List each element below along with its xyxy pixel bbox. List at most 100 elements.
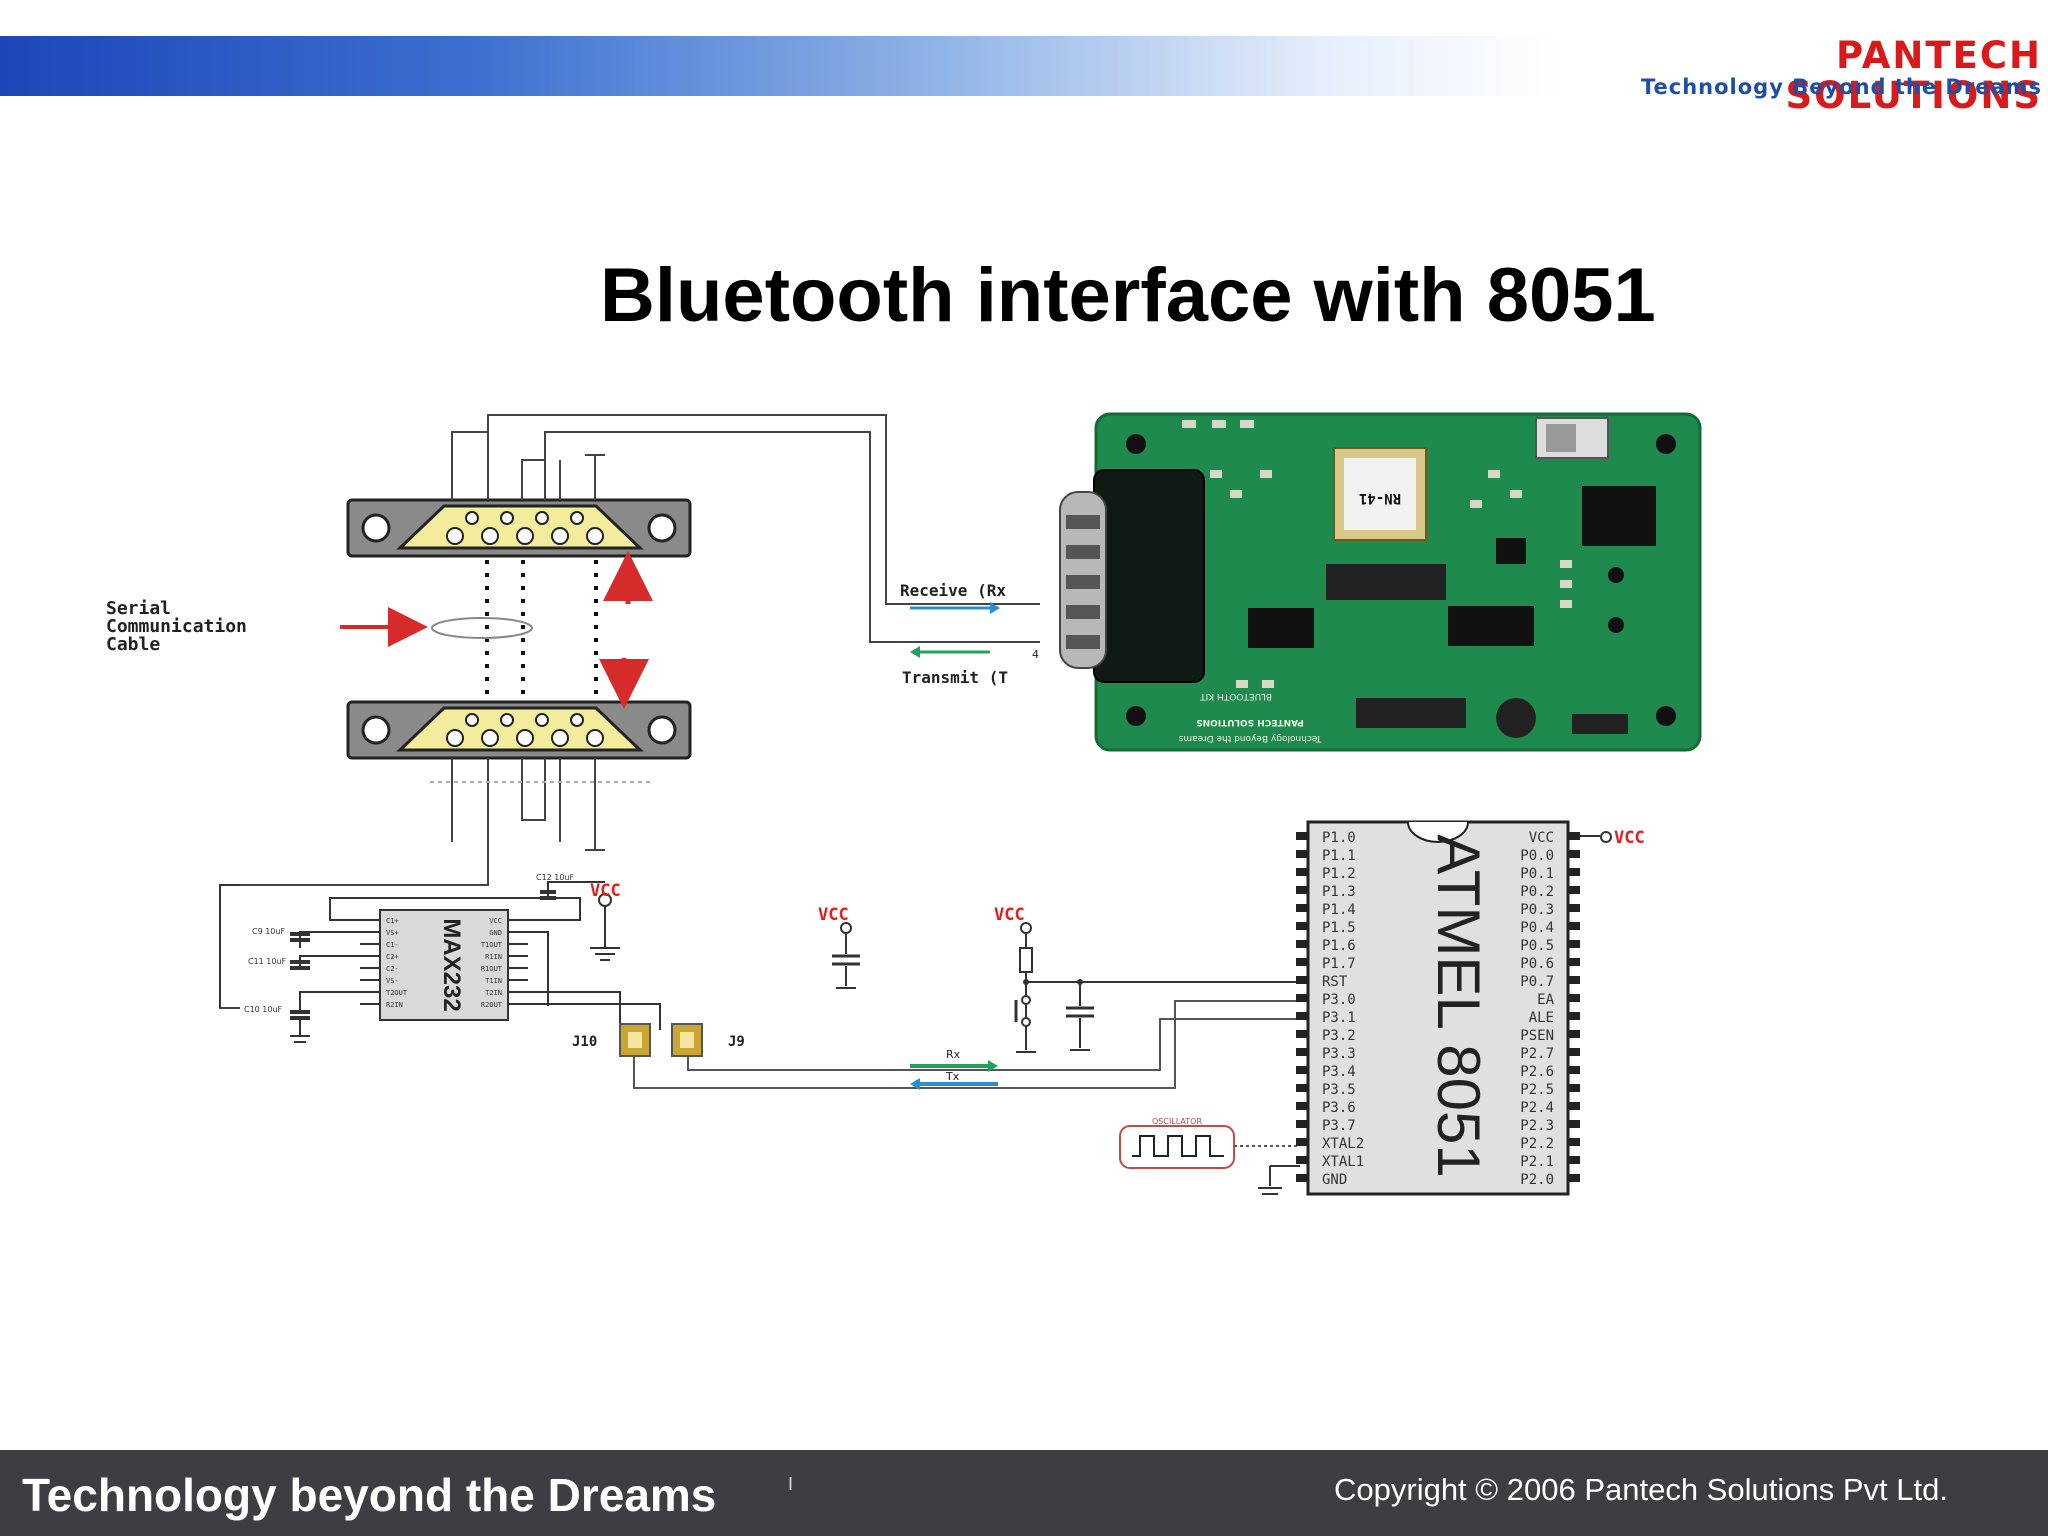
pin-left-8: P1.7 [1322, 956, 1356, 972]
pin-left-13: P3.3 [1322, 1046, 1356, 1062]
pin-left-9: RST [1322, 974, 1348, 990]
vcc-label-chip: VCC [1614, 828, 1645, 848]
db9-connector-top [346, 498, 692, 558]
max-pin-left-7: T2OUT [386, 989, 408, 997]
pin-left-10: P3.0 [1322, 992, 1356, 1008]
max-pin-left-5: C2- [386, 965, 399, 973]
pin-left-11: P3.1 [1322, 1010, 1356, 1026]
atmel-label: ATMEL 8051 [1425, 834, 1492, 1178]
pin-right-20: P2.0 [1520, 1172, 1554, 1188]
pin-left-20: GND [1322, 1172, 1347, 1188]
pin-left-7: P1.6 [1322, 938, 1356, 954]
pin-right-4: P0.2 [1520, 884, 1554, 900]
footer-cursor-mark: Ι [788, 1474, 794, 1494]
j9-label: J9 [728, 1034, 745, 1050]
rx-tx-arrows: Rx Tx [910, 1048, 998, 1090]
pin-right-11: ALE [1529, 1010, 1554, 1026]
rx-tx-board-arrows: Receive (Rx Transmit (T 4 [900, 581, 1039, 687]
transmit-pin-label: 4 [1032, 648, 1039, 661]
cable-dotted-lines [485, 560, 598, 700]
footer-copyright: Copyright © 2006 Pantech Solutions Pvt L… [1334, 1472, 1948, 1507]
red-arrows [340, 551, 653, 709]
oscillator: OSCILLATOR [1119, 1117, 1300, 1195]
cable-ellipse [431, 617, 533, 639]
pin-right-7: P0.5 [1520, 938, 1554, 954]
pin-right-14: P2.6 [1520, 1064, 1554, 1080]
cap-label-c10: C10 10uF [244, 1005, 283, 1014]
max-pin-left-3: C1- [386, 941, 399, 949]
reset-circuit: VCC [994, 905, 1300, 1053]
logo-name: PANTECH SOLUTIONS [1785, 34, 2042, 117]
pcb-tagline-label: Technology Beyond the Dreams [1178, 733, 1322, 743]
slide-title: Bluetooth interface with 8051 [600, 253, 1656, 338]
pin-right-15: P2.5 [1520, 1082, 1554, 1098]
decoupling-capacitor: VCC [818, 905, 860, 989]
serial-label-line-2: Communication [106, 616, 247, 637]
pin-right-1: VCC [1529, 830, 1554, 846]
max-pin-right-7: T2IN [485, 989, 502, 997]
max-pin-left-8: R2IN [386, 1001, 403, 1009]
pin-right-8: P0.6 [1520, 956, 1554, 972]
max-pin-right-4: R1IN [485, 953, 502, 961]
pin-left-1: P1.0 [1322, 830, 1356, 846]
max-pin-right-3: T1OUT [481, 941, 503, 949]
svg-text:RN-41: RN-41 [1359, 490, 1401, 506]
jumpers: J10 J9 [572, 1023, 745, 1057]
max-pin-right-5: R1OUT [481, 965, 503, 973]
max-pin-right-1: VCC [489, 917, 502, 925]
pin-right-18: P2.2 [1520, 1136, 1554, 1152]
vcc-label-mid: VCC [818, 905, 849, 925]
pin-left-2: P1.1 [1322, 848, 1356, 864]
pin-left-15: P3.5 [1322, 1082, 1356, 1098]
pin-left-5: P1.4 [1322, 902, 1356, 918]
pin-right-9: P0.7 [1520, 974, 1554, 990]
max-pin-left-1: C1+ [386, 917, 399, 925]
oscillator-label: OSCILLATOR [1152, 1117, 1202, 1126]
cap-label-c11: C11 10uF [248, 957, 287, 966]
pin-left-12: P3.2 [1322, 1028, 1356, 1044]
bluetooth-pcb-board: RN-41 PANTECH SOLUTIONS Techn [1059, 412, 1702, 752]
pin-right-13: P2.7 [1520, 1046, 1554, 1062]
serial-label-line-1: Serial [106, 598, 171, 619]
pin-left-6: P1.5 [1322, 920, 1356, 936]
pin-right-19: P2.1 [1520, 1154, 1554, 1170]
max-pin-left-2: VS+ [386, 929, 399, 937]
transmit-label: Transmit (T [902, 668, 1008, 687]
vcc-label-max232: VCC [590, 881, 621, 901]
cap-label-c12: C12 10uF [536, 873, 575, 882]
pin-right-5: P0.3 [1520, 902, 1554, 918]
atmel-8051-chip: P1.0 P1.1 P1.2 P1.3 P1.4 P1.5 P1.6 P1.7 … [1296, 820, 1645, 1196]
vcc-label-reset: VCC [994, 905, 1025, 925]
pcb-kit-label: BLUETOOTH KIT [1200, 691, 1272, 701]
pin-left-14: P3.4 [1322, 1064, 1356, 1080]
footer-tagline: Technology beyond the Dreams [22, 1469, 717, 1521]
pin-right-12: PSEN [1520, 1028, 1554, 1044]
logo-tagline: Technology Beyond the Dreams [1641, 75, 2042, 99]
pin-right-3: P0.1 [1520, 866, 1554, 882]
pin-left-16: P3.6 [1322, 1100, 1356, 1116]
max-pin-left-4: C2+ [386, 953, 399, 961]
jumper-wires [633, 1000, 1300, 1089]
pin-right-17: P2.3 [1520, 1118, 1554, 1134]
max-pin-right-6: T1IN [485, 977, 502, 985]
db9-top-wires [451, 414, 1040, 643]
pin-left-18: XTAL2 [1322, 1136, 1364, 1152]
max-pin-left-6: VS- [386, 977, 399, 985]
pin-right-2: P0.0 [1520, 848, 1554, 864]
max232-label: MAX232 [438, 918, 465, 1011]
max232-circuit: MAX232 C1+ VS+ C1- C2+ C2- VS- T2OUT R2I… [219, 873, 661, 1043]
max-pin-right-8: R2OUT [481, 1001, 503, 1009]
j10-label: J10 [572, 1034, 597, 1050]
rx-label: Rx [946, 1048, 961, 1061]
pcb-brand-label: PANTECH SOLUTIONS [1196, 717, 1304, 727]
pin-left-3: P1.2 [1322, 866, 1356, 882]
pin-right-10: EA [1537, 992, 1554, 1008]
company-logo: PANTECH SOLUTIONS Technology Beyond the … [1572, 36, 2042, 116]
db9-connector-bottom [346, 700, 692, 760]
pin-right-6: P0.4 [1520, 920, 1554, 936]
header-gradient-band [0, 36, 1560, 96]
pin-left-4: P1.3 [1322, 884, 1356, 900]
receive-label: Receive (Rx [900, 581, 1006, 600]
max-pin-right-2: GND [489, 929, 502, 937]
